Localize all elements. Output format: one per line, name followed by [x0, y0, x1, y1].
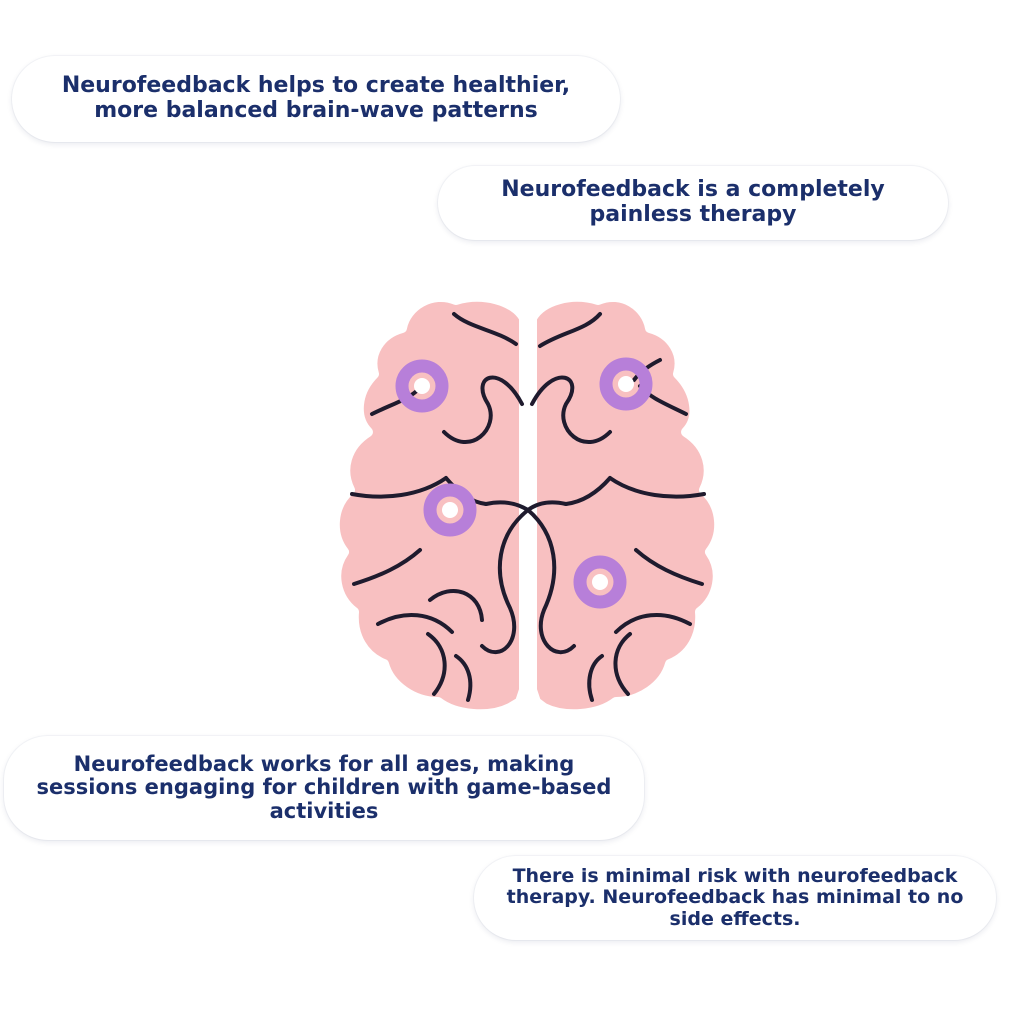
brain-right-hemisphere	[527, 291, 725, 720]
callout-text: Neurofeedback works for all ages, making…	[36, 751, 612, 823]
callout-brain-wave-patterns: Neurofeedback helps to create healthier,…	[12, 56, 620, 142]
callout-text: Neurofeedback is a completely painless t…	[501, 177, 885, 227]
callout-text: Neurofeedback helps to create healthier,…	[61, 73, 571, 123]
brain-folds-left	[350, 312, 530, 702]
brain	[329, 291, 725, 720]
electrode-markers	[395, 357, 653, 609]
callout-all-ages: Neurofeedback works for all ages, making…	[4, 736, 644, 840]
electrode-marker-1	[395, 359, 449, 413]
electrode-marker-3	[423, 483, 477, 537]
callout-painless-therapy: Neurofeedback is a completely painless t…	[438, 166, 948, 240]
brain-folds-right	[526, 312, 706, 702]
callout-minimal-risk: There is minimal risk with neurofeedback…	[474, 856, 996, 940]
electrode-marker-4	[573, 555, 627, 609]
callout-text: There is minimal risk with neurofeedback…	[506, 865, 964, 930]
electrode-marker-2	[599, 357, 653, 411]
